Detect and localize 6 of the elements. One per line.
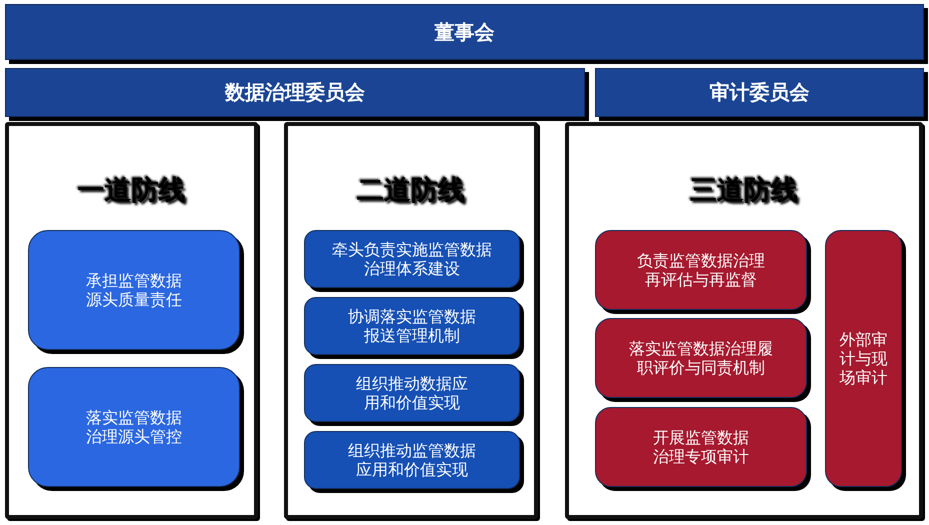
panel-heading: 三道防线 (690, 174, 798, 208)
defense-line-panel (5, 122, 258, 519)
panel-heading: 二道防线 (357, 174, 465, 208)
panel-heading: 一道防线 (78, 174, 186, 208)
defense-line-panel (565, 122, 923, 519)
defense-line-panel (284, 122, 538, 519)
